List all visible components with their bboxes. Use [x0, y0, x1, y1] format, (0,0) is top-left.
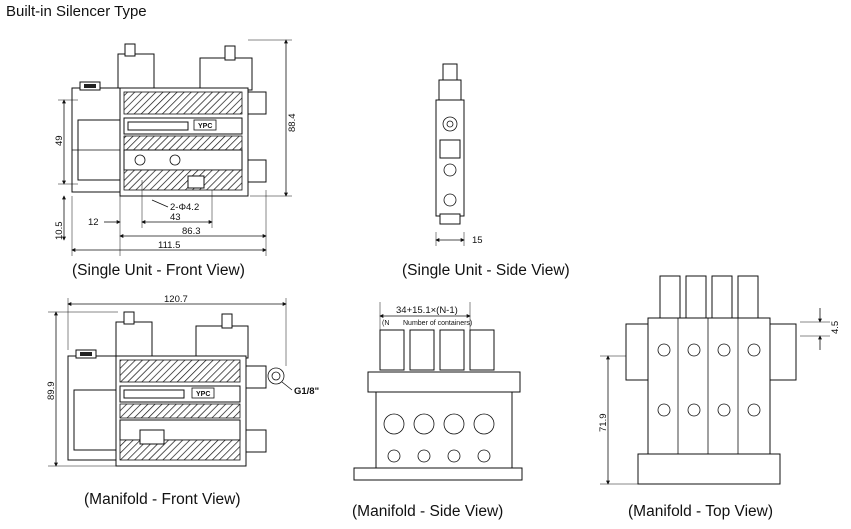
dim-sf-43: 43 — [170, 212, 181, 223]
dim-mf-1207: 120.7 — [164, 294, 188, 305]
single-front-view: YPC 88.4 49 10.5 12 43 2-Φ4.2 86.3 — [54, 39, 298, 256]
manifold-side-view: 34+15.1×(N-1) (N Number of containers) — [353, 302, 523, 481]
caption-single-front: (Single Unit - Front View) — [72, 262, 245, 279]
dim-ms-n-desc: Number of containers) — [403, 320, 472, 327]
caption-single-side: (Single Unit - Side View) — [402, 262, 570, 279]
dim-mt-45: 4.5 — [830, 321, 841, 334]
manifold-top-view: 4.5 71.9 — [598, 275, 841, 485]
dim-ms-n: (N — [382, 320, 389, 327]
dim-sf-863: 86.3 — [182, 226, 201, 237]
caption-manifold-front: (Manifold - Front View) — [84, 491, 241, 508]
dim-mf-899: 89.9 — [46, 382, 57, 401]
dim-ss-15: 15 — [472, 235, 483, 246]
dim-mf-port: G1/8" — [294, 386, 319, 397]
page-title: Built-in Silencer Type — [6, 3, 147, 20]
manifold-front-view: YPC G1/8" 120.7 89.9 — [46, 294, 319, 467]
dim-mt-719: 71.9 — [598, 414, 609, 433]
dim-sf-hole: 2-Φ4.2 — [170, 202, 199, 213]
caption-manifold-top: (Manifold - Top View) — [628, 503, 774, 520]
caption-manifold-side: (Manifold - Side View) — [352, 503, 504, 520]
dim-sf-1115: 111.5 — [158, 240, 180, 251]
dim-sf-49: 49 — [54, 135, 65, 146]
dim-sf-12: 12 — [88, 217, 99, 228]
single-side-view: 15 — [435, 63, 483, 246]
dim-sf-105: 10.5 — [54, 222, 65, 241]
manifold-valves — [379, 329, 495, 371]
brand-mark-2: YPC — [196, 391, 210, 398]
dim-ms-formula: 34+15.1×(N-1) — [396, 305, 458, 316]
dim-sf-884: 88.4 — [287, 114, 298, 133]
brand-mark: YPC — [198, 123, 212, 130]
